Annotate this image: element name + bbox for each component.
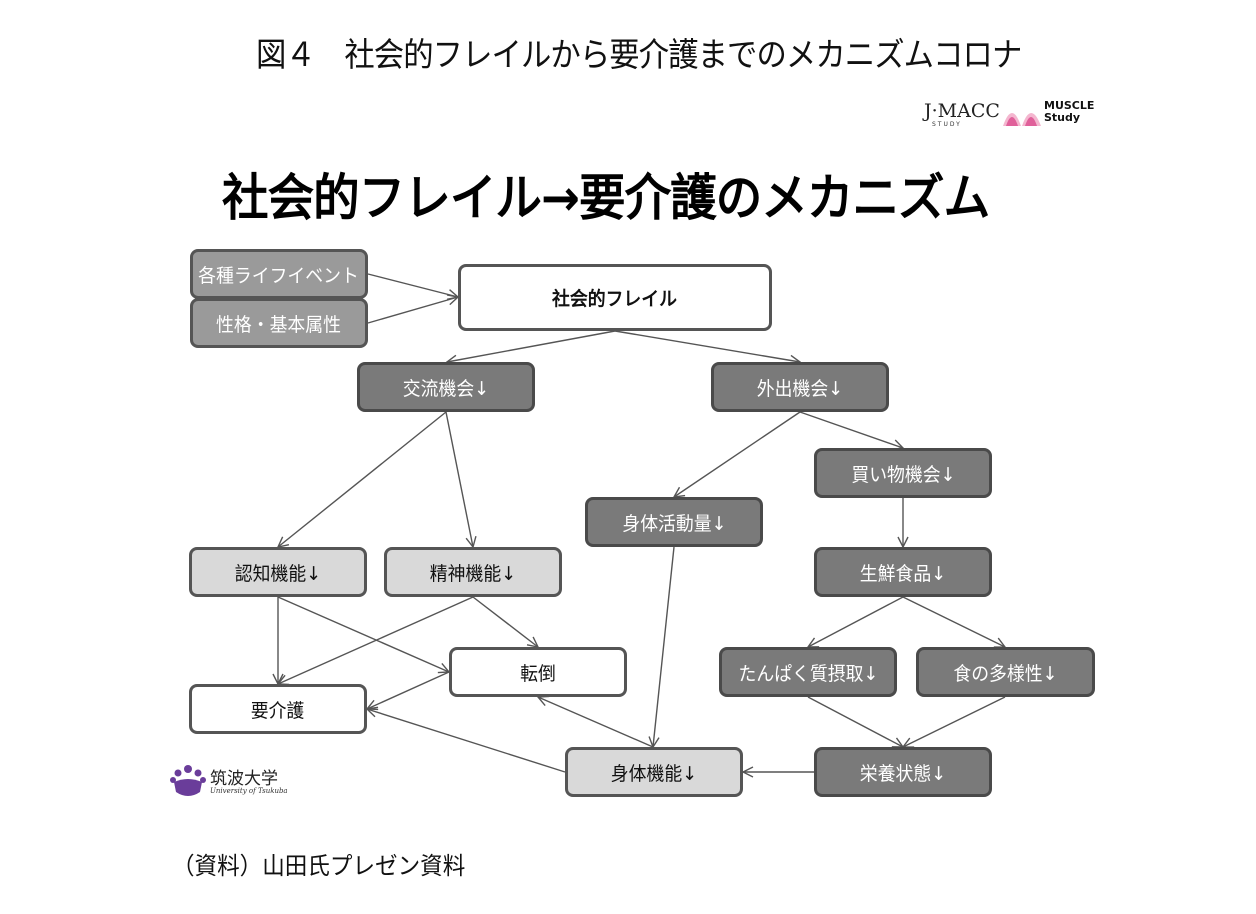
figure-title: 図４ 社会的フレイルから要介護までのメカニズムコロナ — [256, 35, 1022, 74]
arrow-exchange-to-cognitive — [278, 411, 447, 547]
tsukuba-crest-icon — [170, 765, 206, 796]
node-label: 外出機会↓ — [756, 377, 844, 400]
arrow-physical-function-to-care — [367, 709, 566, 773]
node-label: 精神機能↓ — [429, 562, 517, 585]
jmacc-logo: J·MACC — [924, 100, 1000, 122]
arrow-outing-to-physical-activity — [674, 411, 801, 497]
node-label: 栄養状態↓ — [859, 762, 947, 785]
node-diet-diversity: 食の多様性↓ — [916, 647, 1095, 697]
arrow-outing-to-shopping — [799, 411, 903, 448]
tsukuba-logo-jp: 筑波大学 — [210, 769, 278, 789]
node-physical-function: 身体機能↓ — [565, 747, 743, 797]
node-physical-activity: 身体活動量↓ — [585, 497, 763, 547]
university-of-tsukuba-logo: 筑波大学 University of Tsukuba — [170, 762, 290, 802]
node-nutrition-status: 栄養状態↓ — [814, 747, 992, 797]
node-care-needed: 要介護 — [189, 684, 367, 734]
source-note: （資料）山田氏プレゼン資料 — [172, 852, 466, 880]
arrow-mental-to-care — [278, 596, 474, 684]
jmacc-logo-subtitle: STUDY — [932, 121, 962, 128]
arrow-personality-to-social-frailty — [367, 297, 458, 324]
node-exchange-opportunity: 交流機会↓ — [357, 362, 535, 412]
node-label: たんぱく質摂取↓ — [737, 662, 878, 685]
node-cognitive-function: 認知機能↓ — [189, 547, 367, 597]
arrow-fresh-food-to-protein — [808, 596, 904, 647]
node-label: 要介護 — [251, 699, 305, 722]
tsukuba-logo-en: University of Tsukuba — [210, 787, 288, 795]
arrow-mental-to-fall — [472, 596, 538, 647]
node-label: 各種ライフイベント — [198, 264, 360, 287]
slide-title: 社会的フレイル→要介護のメカニズム — [222, 169, 990, 227]
node-protein-intake: たんぱく質摂取↓ — [719, 647, 897, 697]
node-label: 認知機能↓ — [234, 562, 322, 585]
node-label: 身体機能↓ — [610, 762, 698, 785]
node-label: 身体活動量↓ — [621, 512, 727, 535]
muscle-study-logo-icon — [1003, 113, 1041, 126]
muscle-logo-line1: MUSCLE — [1044, 99, 1095, 112]
node-outing-opportunity: 外出機会↓ — [711, 362, 889, 412]
arrow-physical-function-to-fall — [538, 697, 654, 748]
node-fall: 転倒 — [449, 647, 627, 697]
arrow-life-events-to-social-frailty — [367, 273, 458, 297]
arrow-exchange-to-mental — [445, 411, 473, 547]
node-label: 社会的フレイル — [552, 288, 678, 310]
arrow-social-frailty-to-exchange — [447, 330, 616, 362]
arrow-diversity-to-nutrition — [903, 696, 1006, 747]
arrow-protein-to-nutrition — [807, 696, 903, 747]
arrow-physical-activity-to-physical-function — [653, 546, 675, 747]
node-social-frailty: 社会的フレイル — [458, 264, 772, 331]
node-label: 生鮮食品↓ — [859, 562, 947, 585]
muscle-study-logo-text: MUSCLE Study — [1044, 100, 1094, 124]
node-label: 交流機会↓ — [402, 377, 490, 400]
node-label: 性格・基本属性 — [216, 313, 342, 336]
arrow-fall-to-care — [367, 671, 450, 709]
node-shopping-opportunity: 買い物機会↓ — [814, 448, 992, 498]
arrow-social-frailty-to-outing — [614, 330, 800, 362]
node-life-events: 各種ライフイベント — [190, 249, 368, 299]
logo-group: J·MACC STUDY MUSCLE Study — [918, 98, 1103, 132]
muscle-logo-line2: Study — [1044, 111, 1081, 124]
arrow-cognitive-to-fall — [277, 596, 449, 672]
node-label: 食の多様性↓ — [953, 662, 1058, 685]
node-label: 転倒 — [520, 662, 556, 685]
node-label: 買い物機会↓ — [850, 463, 956, 486]
node-personality: 性格・基本属性 — [190, 298, 368, 348]
arrow-fresh-food-to-diversity — [902, 596, 1005, 647]
node-fresh-food: 生鮮食品↓ — [814, 547, 992, 597]
node-mental-function: 精神機能↓ — [384, 547, 562, 597]
